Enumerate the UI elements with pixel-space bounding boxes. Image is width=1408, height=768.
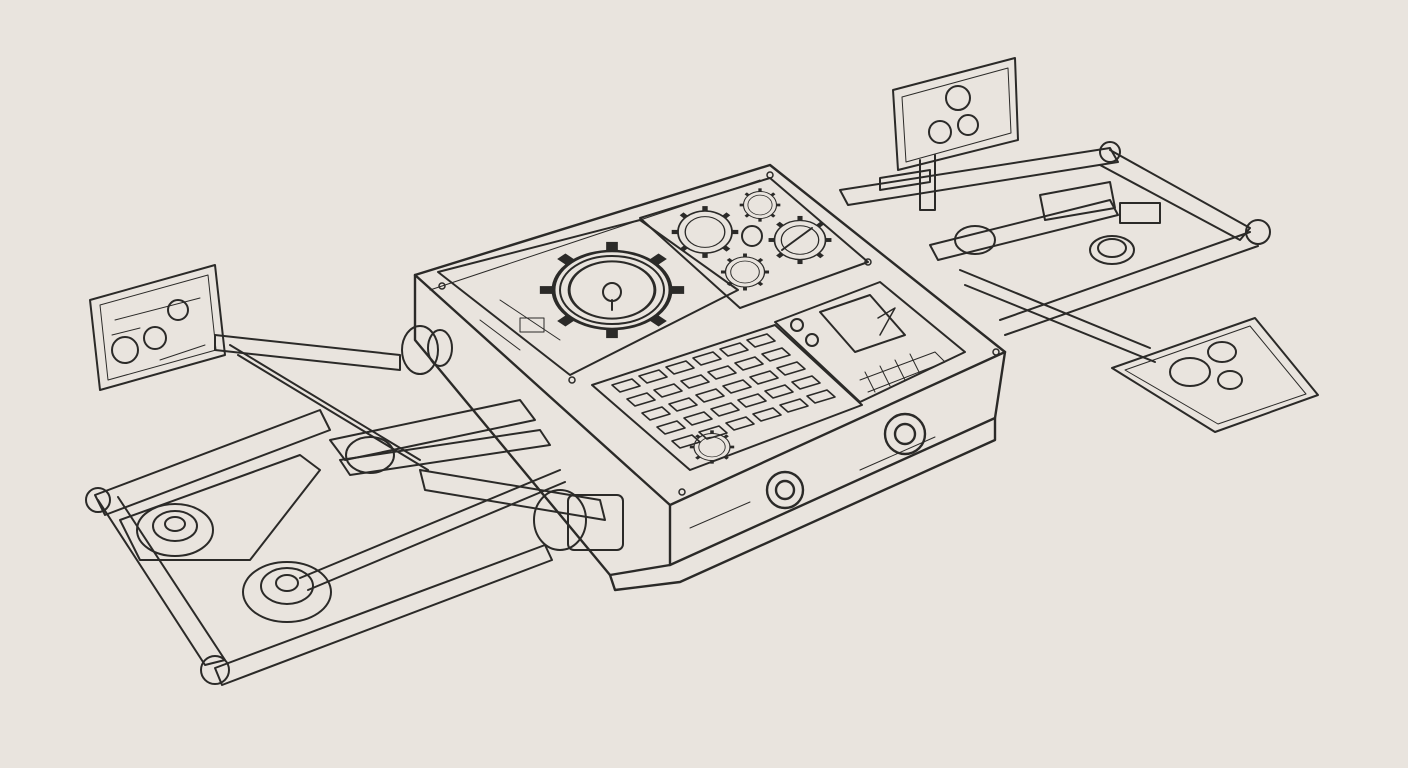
- central-console: [413, 163, 1007, 592]
- circuit-panel-icon: [879, 57, 1019, 211]
- keypad-key: [761, 347, 791, 362]
- keypad-key: [656, 420, 686, 435]
- keypad-key: [692, 351, 722, 366]
- keypad: [591, 324, 863, 471]
- keypad-key: [749, 370, 779, 385]
- turntable-disc-icon: [242, 469, 566, 623]
- keypad-key: [665, 360, 695, 375]
- keypad-key: [683, 411, 713, 426]
- left-rail-frame: [85, 409, 553, 686]
- keypad-key: [671, 434, 701, 449]
- keypad-key: [776, 361, 806, 376]
- keypad-key: [722, 379, 752, 394]
- gauge-panel: [437, 219, 739, 376]
- gear-cluster-panel: [639, 177, 869, 309]
- control-panel: [774, 281, 966, 403]
- keypad-key: [653, 383, 683, 398]
- keypad-key: [734, 356, 764, 371]
- keypad-key: [707, 365, 737, 380]
- keypad-key: [746, 333, 776, 348]
- keypad-key: [725, 416, 755, 431]
- console-screws: [438, 171, 1000, 496]
- keypad-key: [719, 342, 749, 357]
- circuit-panel-icon: [89, 264, 226, 391]
- keypad-key: [764, 384, 794, 399]
- keypad-key: [638, 369, 668, 384]
- keypad-key: [641, 406, 671, 421]
- keypad-key: [779, 398, 809, 413]
- keypad-key: [806, 389, 836, 404]
- right-rail-frame: [839, 141, 1271, 363]
- circuit-panel-icon: [1111, 317, 1319, 433]
- keypad-key: [698, 425, 728, 440]
- keypad-key: [611, 378, 641, 393]
- turntable-disc-icon: [136, 503, 214, 557]
- keypad-key: [710, 402, 740, 417]
- keypad-key: [737, 393, 767, 408]
- keypad-key: [752, 407, 782, 422]
- keypad-key: [668, 397, 698, 412]
- keypad-key: [626, 392, 656, 407]
- keypad-key: [680, 374, 710, 389]
- keypad-key: [791, 375, 821, 390]
- keypad-key: [695, 388, 725, 403]
